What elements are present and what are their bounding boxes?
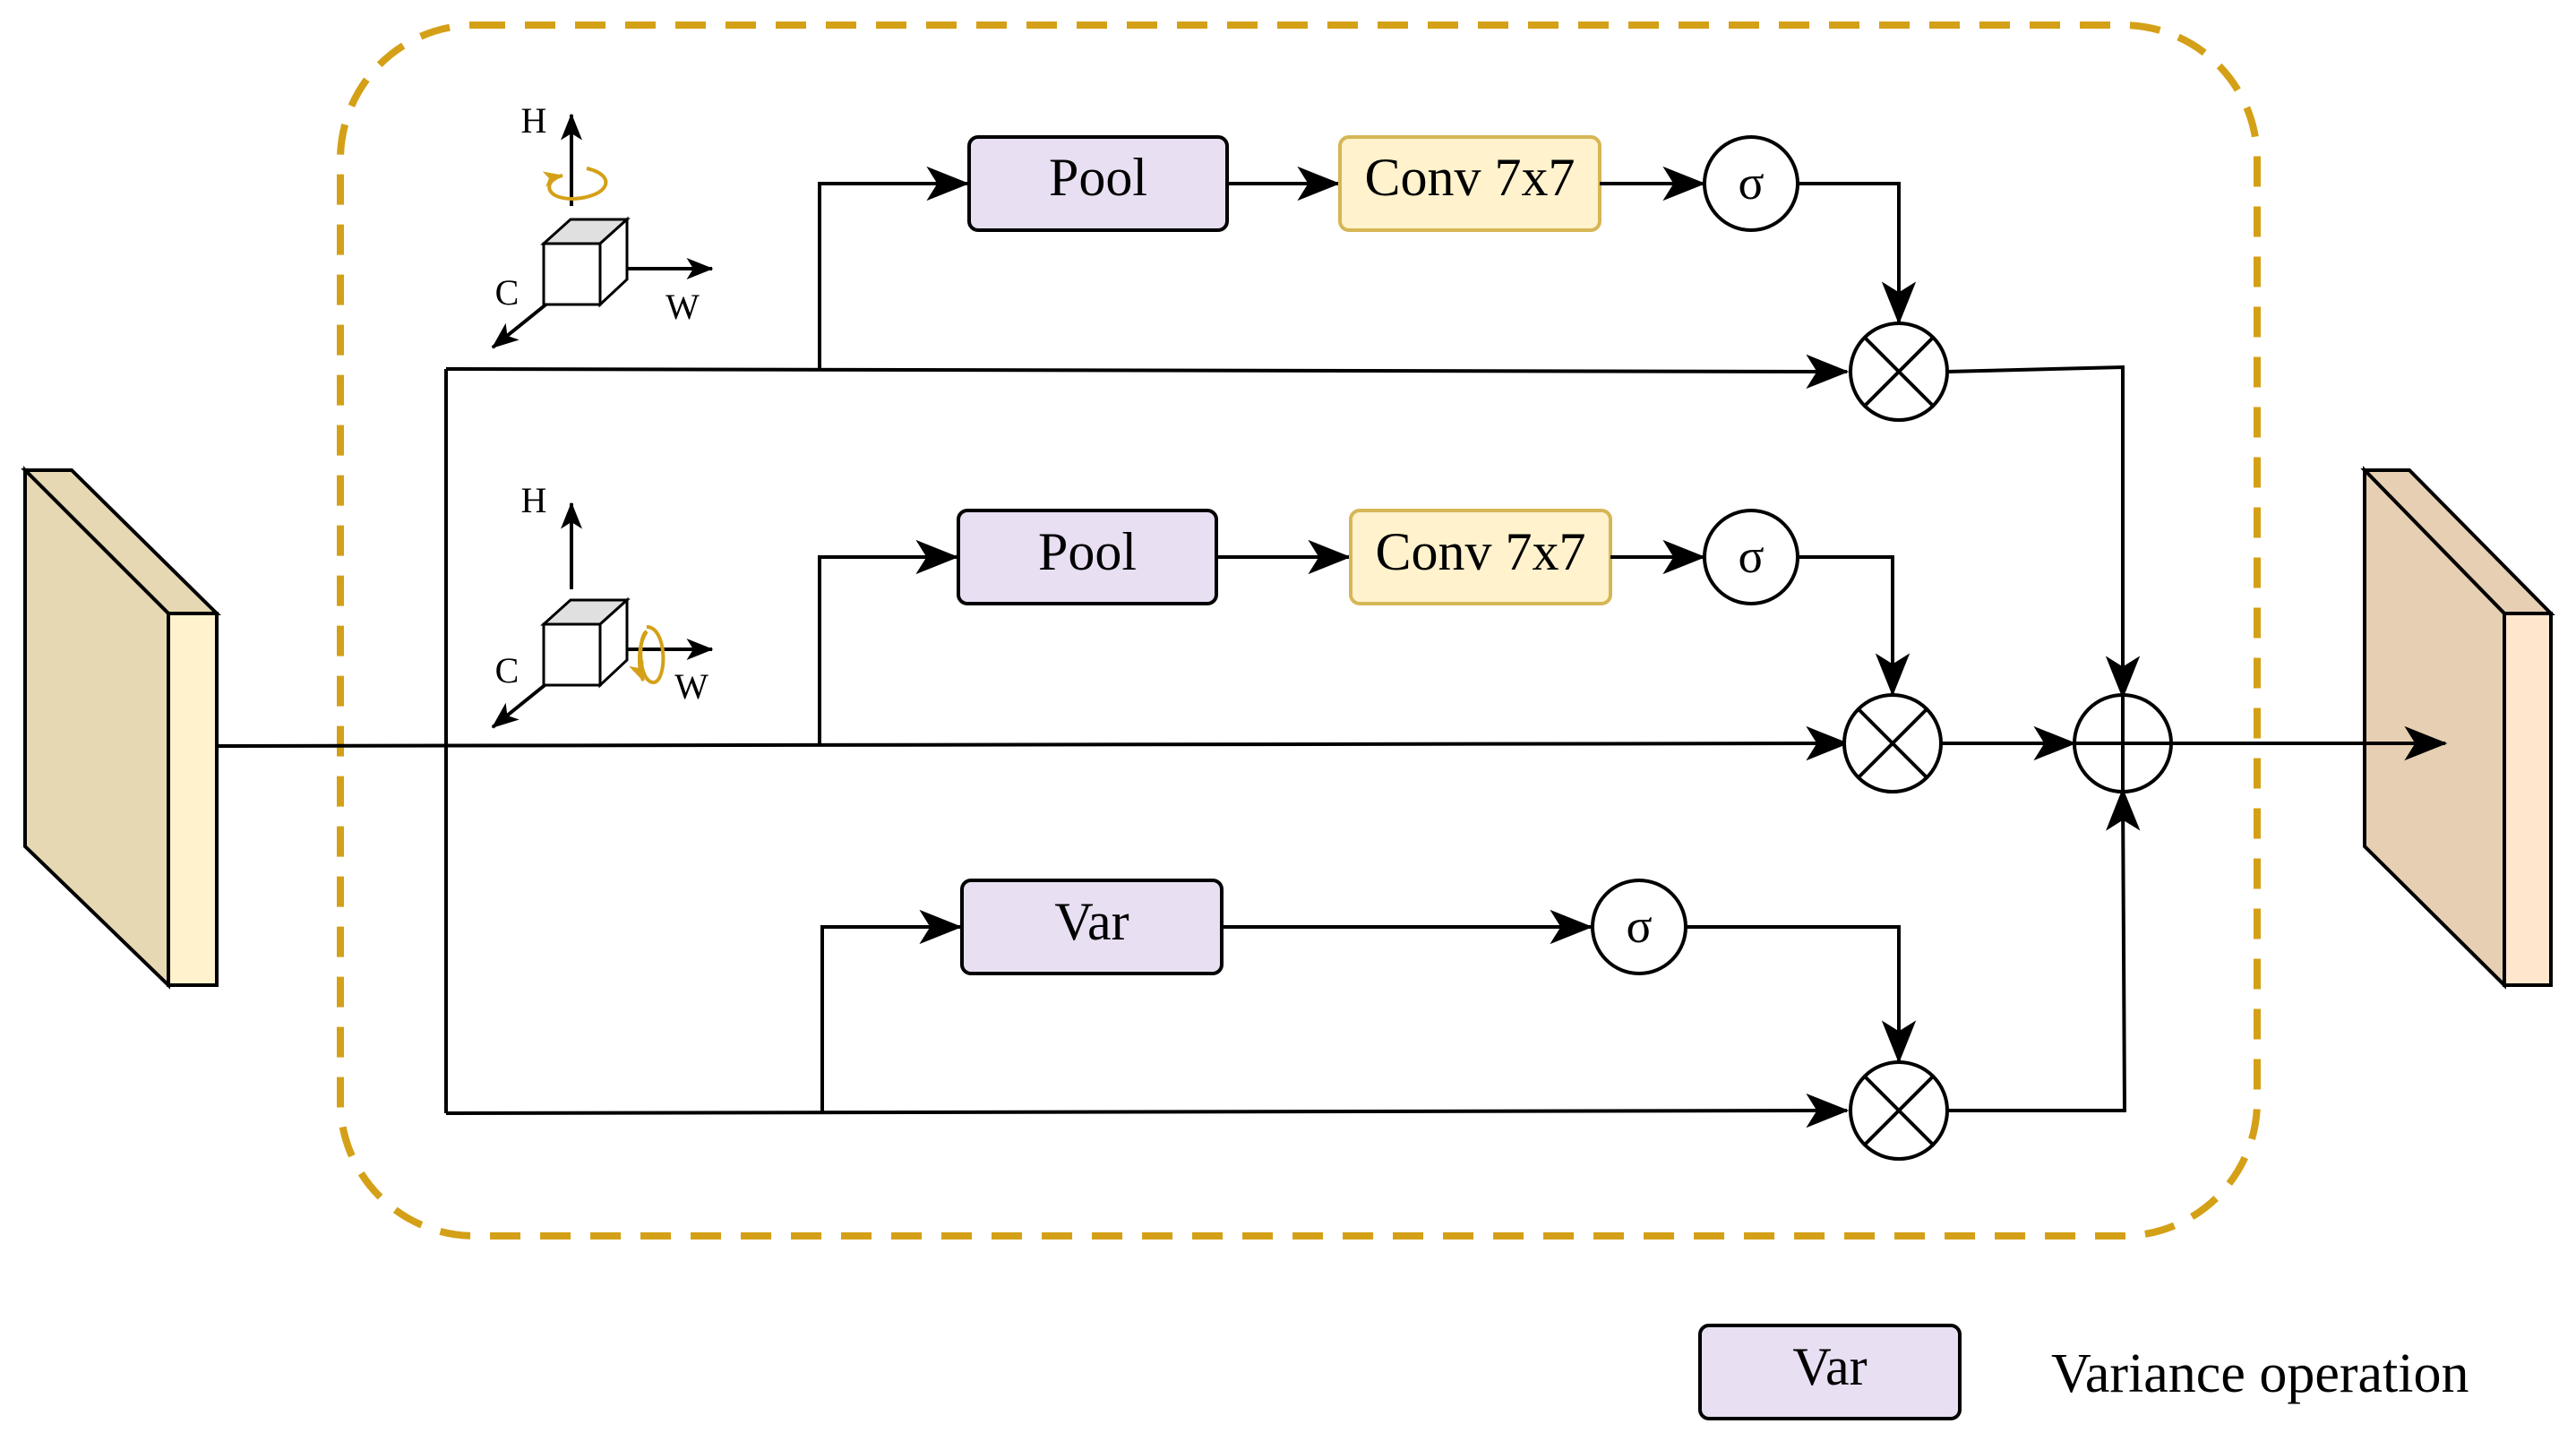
top-skip-line <box>445 354 1850 390</box>
top-to-pool-line <box>818 166 970 369</box>
bottom-multiply-node <box>1849 1060 1949 1161</box>
top-axis-c: C <box>495 272 519 313</box>
top-sigma-to-mult-line <box>1798 182 1917 325</box>
mid-to-pool-line <box>818 539 959 745</box>
bottom-to-var-line <box>820 909 963 1111</box>
module-dashed-border <box>337 21 2261 1239</box>
top-axis-w: W <box>665 287 700 327</box>
mid-axis-w: W <box>674 666 708 707</box>
sum-node <box>2073 693 2173 793</box>
top-multiply-node <box>1849 322 1949 422</box>
mid-pool-label: Pool <box>1038 522 1137 581</box>
top-axis-h: H <box>521 100 547 141</box>
mid-axis-h: H <box>521 480 547 520</box>
top-mult-to-sum-line <box>1946 365 2141 699</box>
mid-multiply-node <box>1842 693 1943 793</box>
bottom-mult-to-sum-line <box>1947 787 2141 1112</box>
var-label: Var <box>1054 892 1129 951</box>
bottom-sigma-label: σ <box>1626 899 1652 953</box>
mid-axis-c: C <box>495 650 519 690</box>
bottom-sigma-to-mult-line <box>1686 925 1917 1064</box>
legend-text: Variance operation <box>2051 1343 2469 1404</box>
input-line <box>216 725 1850 761</box>
legend-var-box <box>1698 1324 1962 1420</box>
legend-var-label: Var <box>1792 1337 1867 1396</box>
bottom-skip-line <box>445 1093 1850 1128</box>
mid-sigma-to-mult-line <box>1798 555 1911 697</box>
legend: Var Variance operation <box>1698 1324 2469 1420</box>
mid-sigma-label: σ <box>1738 529 1764 583</box>
top-sigma-label: σ <box>1738 156 1764 210</box>
top-pool-label: Pool <box>1049 148 1147 207</box>
mid-conv-label: Conv 7x7 <box>1375 522 1585 581</box>
input-feature-map <box>21 466 221 990</box>
top-axis-glyph: H C W <box>491 100 714 349</box>
top-conv-label: Conv 7x7 <box>1364 148 1575 207</box>
output-feature-map <box>2360 466 2555 990</box>
mid-axis-glyph: H C W <box>491 480 714 729</box>
